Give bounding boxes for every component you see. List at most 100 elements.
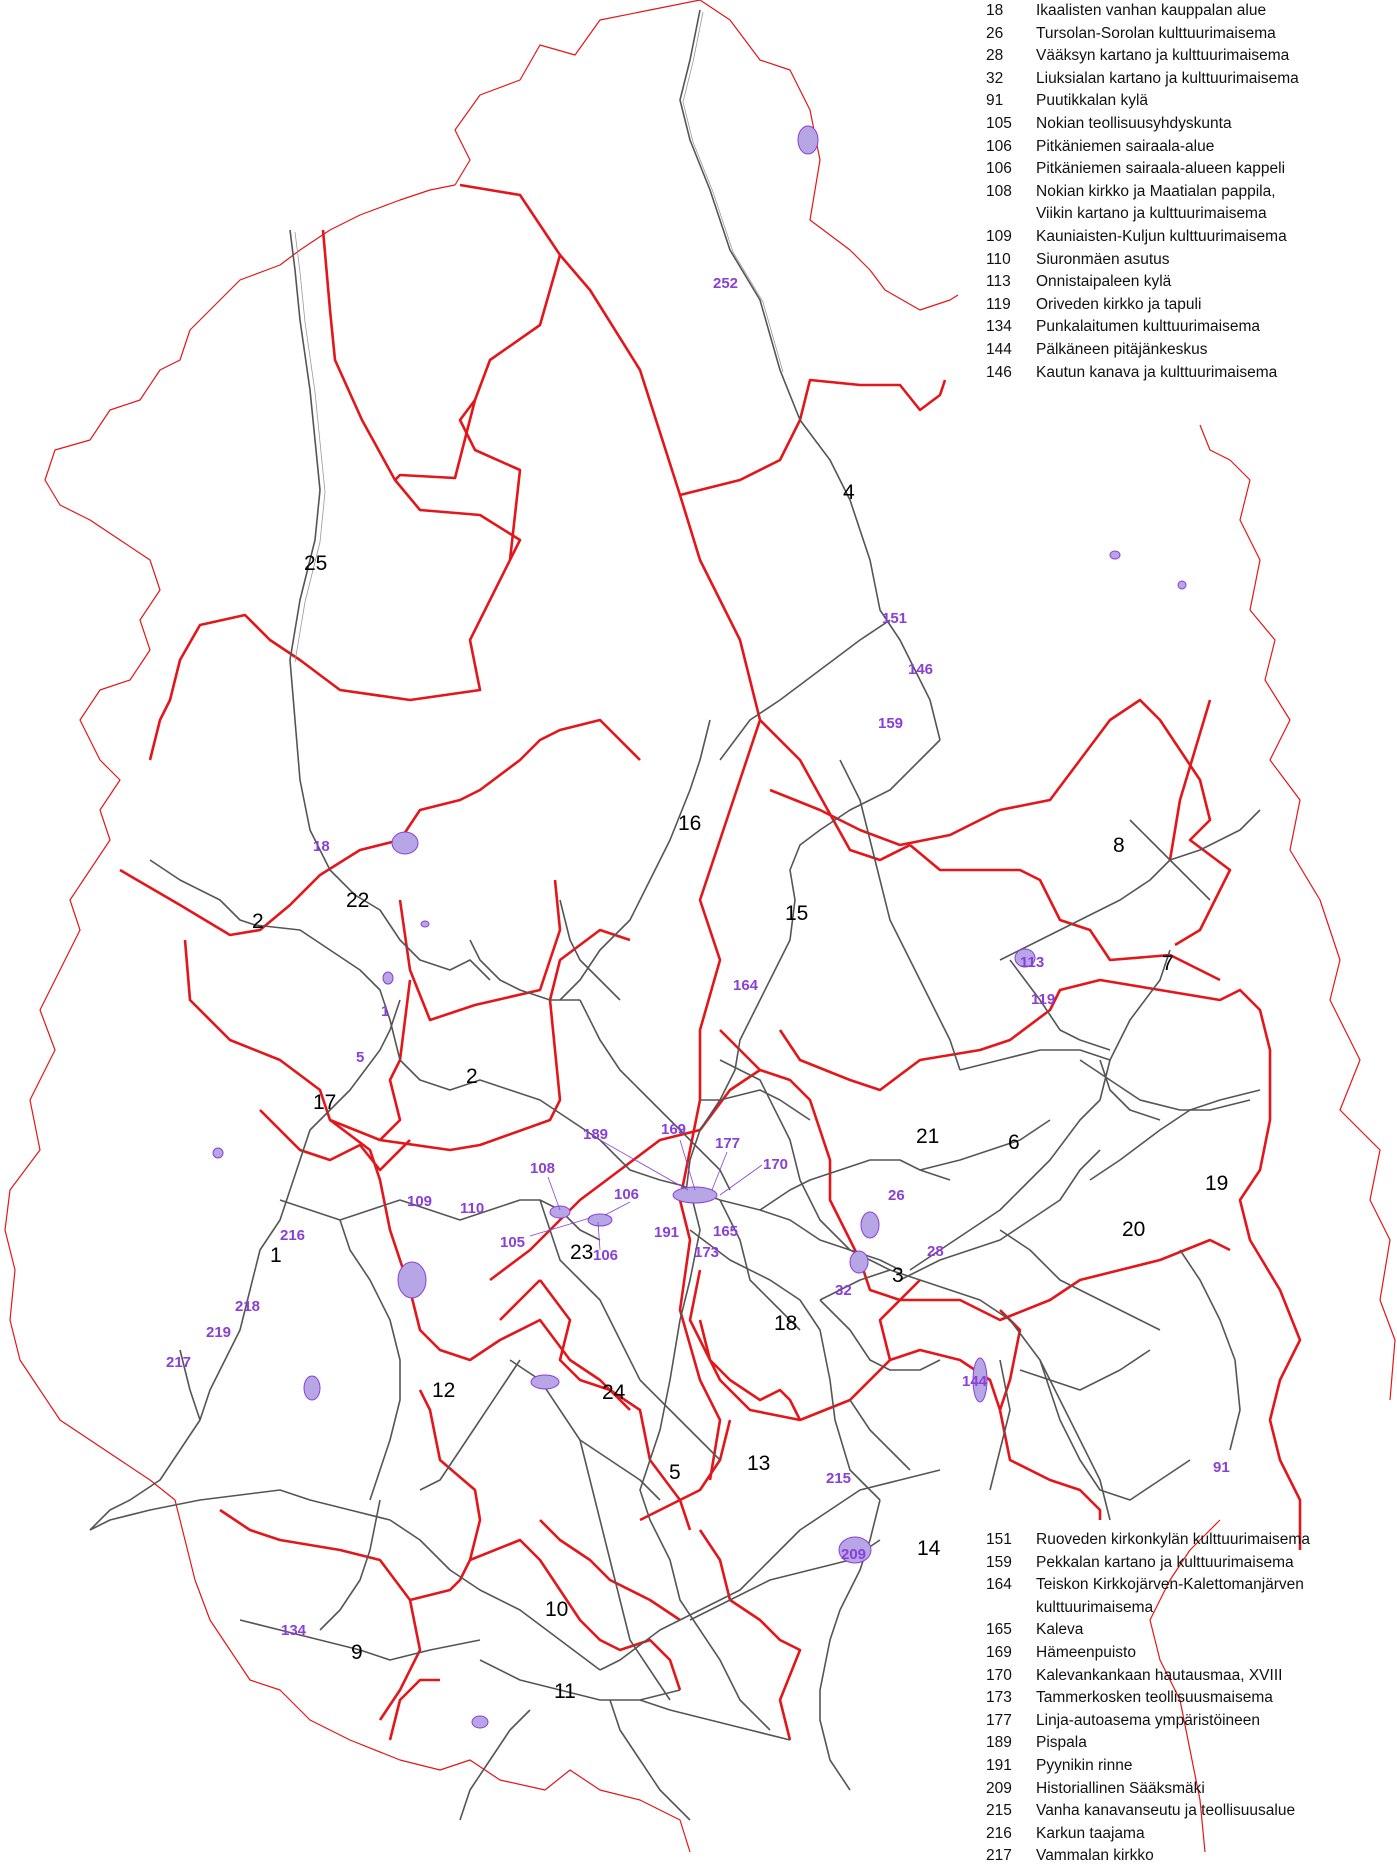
road-network xyxy=(89,9,1261,1821)
site-number-label: 165 xyxy=(713,1223,738,1240)
site-number-label: 169 xyxy=(661,1121,686,1138)
legend-item-number: 113 xyxy=(986,273,1011,291)
road-number-label: 13 xyxy=(747,1452,770,1475)
site-number-label: 106 xyxy=(593,1247,618,1264)
road-number-label: 4 xyxy=(843,481,855,504)
legend-item-text: Siuronmäen asutus xyxy=(1036,250,1170,268)
legend-item-number: 170 xyxy=(986,1666,1012,1684)
legend-item: 109 Kauniaisten-Kuljun kulttuurimaisema xyxy=(986,226,1299,249)
legend-item: 110 Siuronmäen asutus xyxy=(986,249,1299,272)
legend-item-number: 159 xyxy=(986,1553,1012,1571)
legend-item-number: 146 xyxy=(986,363,1012,381)
legend-item-text: Nokian teollisuusyhdyskunta xyxy=(1036,114,1232,132)
road-number-label: 5 xyxy=(669,1461,681,1484)
legend-item: 146 Kautun kanava ja kulttuurimaisema xyxy=(986,362,1299,385)
legend-item-number: 189 xyxy=(986,1734,1012,1752)
legend-item-number: 28 xyxy=(986,47,1004,65)
site-number-label: 110 xyxy=(460,1200,484,1217)
site-number-label: 177 xyxy=(715,1135,740,1152)
legend-item-number: 91 xyxy=(986,92,1004,110)
site-number-label: 217 xyxy=(166,1354,191,1371)
legend-item-number: 110 xyxy=(986,250,1011,268)
legend-item-number: 26 xyxy=(986,24,1004,42)
site-number-label: 32 xyxy=(835,1282,852,1299)
legend-item-number: 119 xyxy=(986,295,1011,313)
legend-item-text: Puutikkalan kylä xyxy=(1036,92,1149,110)
legend-item-text: Ruoveden kirkonkylän kulttuurimaisema xyxy=(1036,1531,1310,1548)
site-number-label: 105 xyxy=(500,1234,525,1251)
legend-item-text: Historiallinen Sääksmäki xyxy=(1036,1779,1205,1797)
legend-item: 106 Pitkäniemen sairaala-alueen kappeli xyxy=(986,158,1299,181)
road-number-label: 23 xyxy=(570,1241,593,1264)
legend-item-text: Kautun kanava ja kulttuurimaisema xyxy=(1036,363,1278,381)
legend-item-continuation: Viikin kartano ja kulttuurimaisema xyxy=(1036,205,1267,223)
road-number-label: 22 xyxy=(346,889,369,912)
legend-item-number: 134 xyxy=(986,318,1012,336)
legend-item-text: Vääksyn kartano ja kulttuurimaisema xyxy=(1036,47,1290,65)
legend-item: 91 Puutikkalan kylä xyxy=(986,90,1299,113)
site-number-label: 216 xyxy=(280,1227,305,1244)
site-number-label: 189 xyxy=(583,1126,608,1143)
road-number-label: 25 xyxy=(304,552,327,575)
heritage-area xyxy=(1177,580,1187,590)
heritage-area xyxy=(860,1211,880,1239)
legend-item-continuation: kulttuurimaisema xyxy=(1036,1598,1154,1616)
legend-item: 215 Vanha kanavanseutu ja teollisuusalue xyxy=(986,1800,1310,1823)
legend-item-number: 177 xyxy=(986,1711,1012,1729)
road-number-label: 6 xyxy=(1008,1131,1020,1154)
legend-item-text: Pispala xyxy=(1036,1734,1087,1752)
site-number-label: 5 xyxy=(356,1049,364,1066)
site-number-labels: 252 151 146 159 18 113 119 164 1 5 189 1… xyxy=(166,275,1230,1639)
road-number-label: 1 xyxy=(270,1244,282,1267)
legend-item: 119 Oriveden kirkko ja tapuli xyxy=(986,294,1299,317)
heritage-area xyxy=(549,1205,571,1219)
legend-item-number: 215 xyxy=(986,1802,1012,1820)
site-number-label: 113 xyxy=(1020,954,1044,971)
site-number-label: 209 xyxy=(841,1546,866,1563)
heritage-area xyxy=(838,1536,872,1564)
legend-item-text: Nokian kirkko ja Maatialan pappila, xyxy=(1036,182,1276,200)
legend-item-number: 18 xyxy=(986,2,1004,19)
heritage-area xyxy=(420,920,430,928)
legend-item-text: Linja-autoasema ympäristöineen xyxy=(1036,1711,1261,1729)
heritage-area xyxy=(471,1715,489,1729)
legend-item-text: Oriveden kirkko ja tapuli xyxy=(1036,295,1202,313)
outer-boundary xyxy=(4,0,1396,1852)
heritage-area xyxy=(530,1374,560,1390)
road-number-label: 2 xyxy=(466,1065,478,1088)
legend-item-text: Teiskon Kirkkojärven-Kalettomanjärven xyxy=(1036,1576,1304,1594)
site-number-label: 18 xyxy=(313,838,330,855)
site-number-label: 108 xyxy=(530,1160,555,1177)
legend-item-text: Pitkäniemen sairaala-alueen kappeli xyxy=(1036,160,1286,178)
legend-item-text: Vanha kanavanseutu ja teollisuusalue xyxy=(1036,1802,1296,1820)
site-number-label: 219 xyxy=(206,1324,231,1341)
site-number-label: 164 xyxy=(733,977,759,994)
legend-item-text: Pälkäneen pitäjänkeskus xyxy=(1036,340,1208,358)
heritage-area xyxy=(1109,550,1121,560)
site-number-label: 26 xyxy=(888,1187,905,1204)
road-number-label: 17 xyxy=(313,1091,336,1114)
legend-item-number: 169 xyxy=(986,1643,1012,1661)
road-number-label: 10 xyxy=(545,1598,568,1621)
legend-item-number: 164 xyxy=(986,1576,1012,1594)
site-number-label: 1 xyxy=(381,1003,389,1020)
site-number-label: 119 xyxy=(1031,991,1055,1008)
legend-item-number: 109 xyxy=(986,227,1012,245)
legend-item-number: 173 xyxy=(986,1689,1012,1707)
legend-item-text: Kauniaisten-Kuljun kulttuurimaisema xyxy=(1036,227,1287,245)
site-number-label: 191 xyxy=(654,1224,679,1241)
site-number-label: 252 xyxy=(713,275,738,292)
legend-item-text: Tammerkosken teollisuusmaisema xyxy=(1036,1689,1273,1707)
legend-item-text: Pyynikin rinne xyxy=(1036,1756,1133,1774)
legend-item-number: 106 xyxy=(986,160,1012,178)
